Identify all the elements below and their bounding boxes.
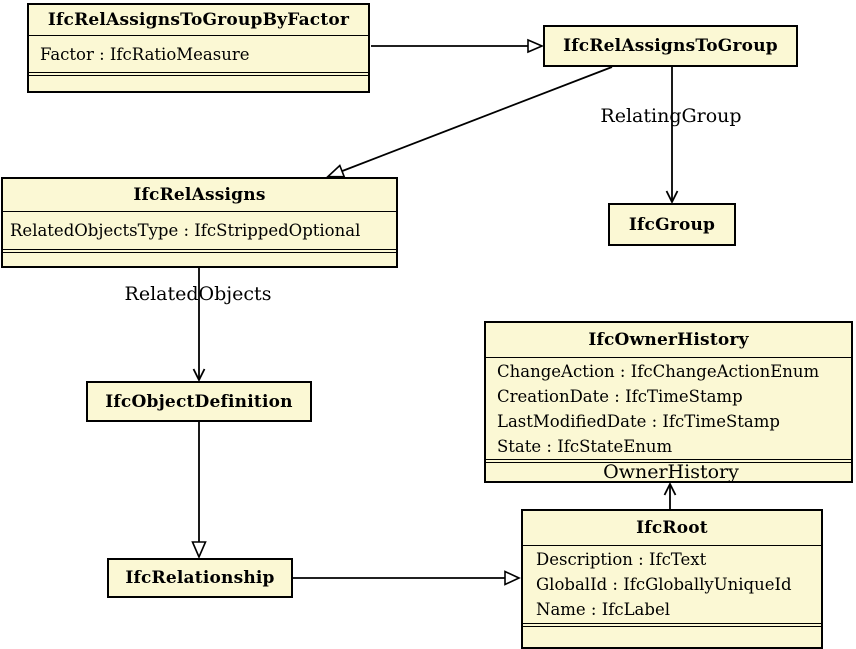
class-attributes: Factor : IfcRatioMeasure <box>29 36 368 72</box>
class-attribute: State : IfcStateEnum <box>497 436 673 456</box>
inheritance-arrowhead <box>504 570 521 586</box>
class-box-ifcobjectdefinition[interactable]: IfcObjectDefinition <box>86 381 312 422</box>
compartment-divider <box>29 72 368 76</box>
empty-compartment <box>3 253 396 266</box>
class-box-ifcroot[interactable]: IfcRoot Description : IfcText GlobalId :… <box>521 509 823 649</box>
class-box-ifcrelassignstogroupbyfactor[interactable]: IfcRelAssignsToGroupByFactor Factor : If… <box>27 3 370 93</box>
class-attribute: Factor : IfcRatioMeasure <box>40 44 250 64</box>
empty-compartment <box>29 76 368 91</box>
class-attribute: ChangeAction : IfcChangeActionEnum <box>497 361 820 381</box>
compartment-divider <box>486 357 851 358</box>
class-attributes: ChangeAction : IfcChangeActionEnum Creat… <box>486 358 851 459</box>
inheritance-arrowhead <box>527 38 545 54</box>
class-title: IfcRelAssignsToGroupByFactor <box>47 10 350 30</box>
class-title: IfcOwnerHistory <box>588 330 749 350</box>
compartment-divider <box>3 211 396 212</box>
class-box-ifcrelassigns[interactable]: IfcRelAssigns RelatedObjectsType : IfcSt… <box>1 177 398 268</box>
compartment-divider <box>523 545 821 546</box>
vee-arrowhead <box>663 481 677 496</box>
class-attribute: Description : IfcText <box>536 550 707 569</box>
class-title: IfcGroup <box>628 214 716 235</box>
edge-label-related-objects: RelatedObjects <box>124 283 272 305</box>
class-title: IfcObjectDefinition <box>105 391 293 412</box>
vee-arrowhead <box>665 190 679 205</box>
class-attribute: Name : IfcLabel <box>536 600 670 619</box>
class-title: IfcRoot <box>636 518 708 538</box>
edge-label-owner-history: OwnerHistory <box>603 461 739 483</box>
compartment-divider <box>523 623 821 627</box>
empty-compartment <box>523 627 821 647</box>
class-attribute: GlobalId : IfcGloballyUniqueId <box>536 575 792 594</box>
compartment-divider <box>3 249 396 253</box>
class-attribute: RelatedObjectsType : IfcStrippedOptional <box>10 221 361 240</box>
class-box-ifcrelationship[interactable]: IfcRelationship <box>107 558 293 598</box>
class-title: IfcRelationship <box>125 568 275 588</box>
edge-label-relating-group: RelatingGroup <box>600 105 742 127</box>
class-box-ifcownerhistory[interactable]: IfcOwnerHistory ChangeAction : IfcChange… <box>484 321 853 483</box>
class-attribute: CreationDate : IfcTimeStamp <box>497 386 743 406</box>
inheritance-arrowhead <box>191 541 207 560</box>
inheritance-arrowhead <box>325 164 346 178</box>
class-box-ifcrelassignstogroup[interactable]: IfcRelAssignsToGroup <box>543 25 798 67</box>
class-attribute: LastModifiedDate : IfcTimeStamp <box>497 411 780 431</box>
class-box-ifcgroup[interactable]: IfcGroup <box>608 203 736 246</box>
class-title: IfcRelAssigns <box>133 185 266 205</box>
vee-arrowhead <box>192 368 206 383</box>
class-title: IfcRelAssignsToGroup <box>563 36 778 56</box>
class-attributes: Description : IfcText GlobalId : IfcGlob… <box>523 546 821 623</box>
edge-group-to-relassigns <box>341 66 613 172</box>
class-attributes: RelatedObjectsType : IfcStrippedOptional <box>3 212 396 249</box>
compartment-divider <box>486 459 851 463</box>
compartment-divider <box>29 35 368 36</box>
